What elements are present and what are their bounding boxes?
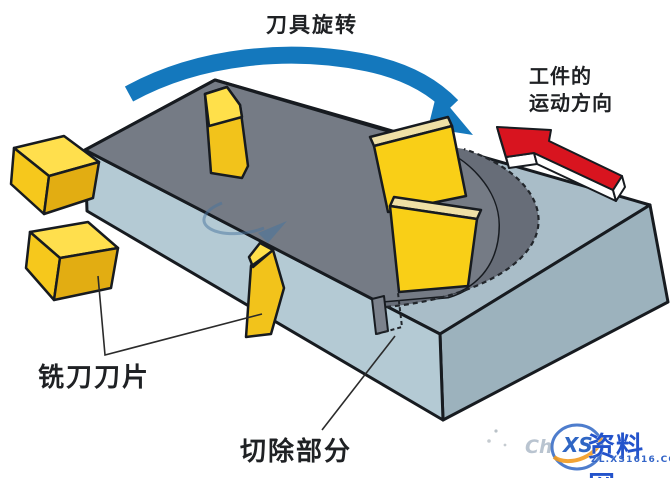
insert-left-bottom — [24, 220, 120, 302]
insert-left-bottom-side-face — [52, 246, 120, 302]
insert-right-bottom-face — [388, 204, 479, 294]
speckle-dot — [503, 443, 507, 447]
insert-right-top-face — [372, 124, 468, 214]
leader-cutter-insert — [97, 275, 263, 357]
watermark-site-url: ZL.XS1616.COM — [591, 455, 670, 465]
insert-left-top — [9, 134, 101, 216]
insert-front-middle-ridge — [250, 249, 274, 267]
insert-front-middle — [244, 241, 286, 339]
tool-rotation-arrow-shaft — [124, 46, 459, 113]
cut-step-face — [371, 295, 389, 335]
label-removed-portion: 切除部分 — [240, 437, 353, 467]
cut-wall-crescent — [380, 144, 539, 307]
workpiece-direction-arrow — [496, 126, 626, 202]
insert-right-bottom — [388, 195, 483, 294]
watermark-logo-letters: XS — [563, 433, 593, 457]
watermark-logo-swirl — [552, 435, 604, 464]
watermark-site-name: 资料网 — [588, 432, 644, 478]
label-cutter-insert: 铣刀刀片 — [38, 363, 151, 393]
insert-front-middle-bevel — [247, 241, 275, 269]
label-workpiece-direction: 工件的 运动方向 — [529, 63, 613, 117]
watermark-faint-text: Ch — [525, 436, 553, 458]
speckle-dot — [487, 439, 491, 443]
cutter-rotation-minor-arrowhead — [258, 221, 287, 243]
label-workpiece-direction-line1: 工件的 — [529, 64, 592, 88]
label-tool-rotation: 刀具旋转 — [266, 13, 358, 37]
leader-removed-portion — [321, 335, 396, 431]
removed-portion-dashed-outline — [376, 292, 404, 335]
cutter-rotation-minor-arc — [202, 201, 265, 236]
cutter-path-dashed-arc — [385, 147, 540, 309]
insert-top-middle-bevel — [203, 85, 244, 128]
insert-right-top — [368, 115, 468, 214]
insert-top-middle — [203, 85, 250, 180]
label-workpiece-direction-line2: 运动方向 — [529, 91, 613, 115]
insert-left-top-side-face — [42, 160, 101, 216]
workpiece-arrow-top-face — [496, 126, 623, 191]
speckle-dot — [494, 429, 498, 433]
watermark-logo-ring — [550, 423, 604, 471]
